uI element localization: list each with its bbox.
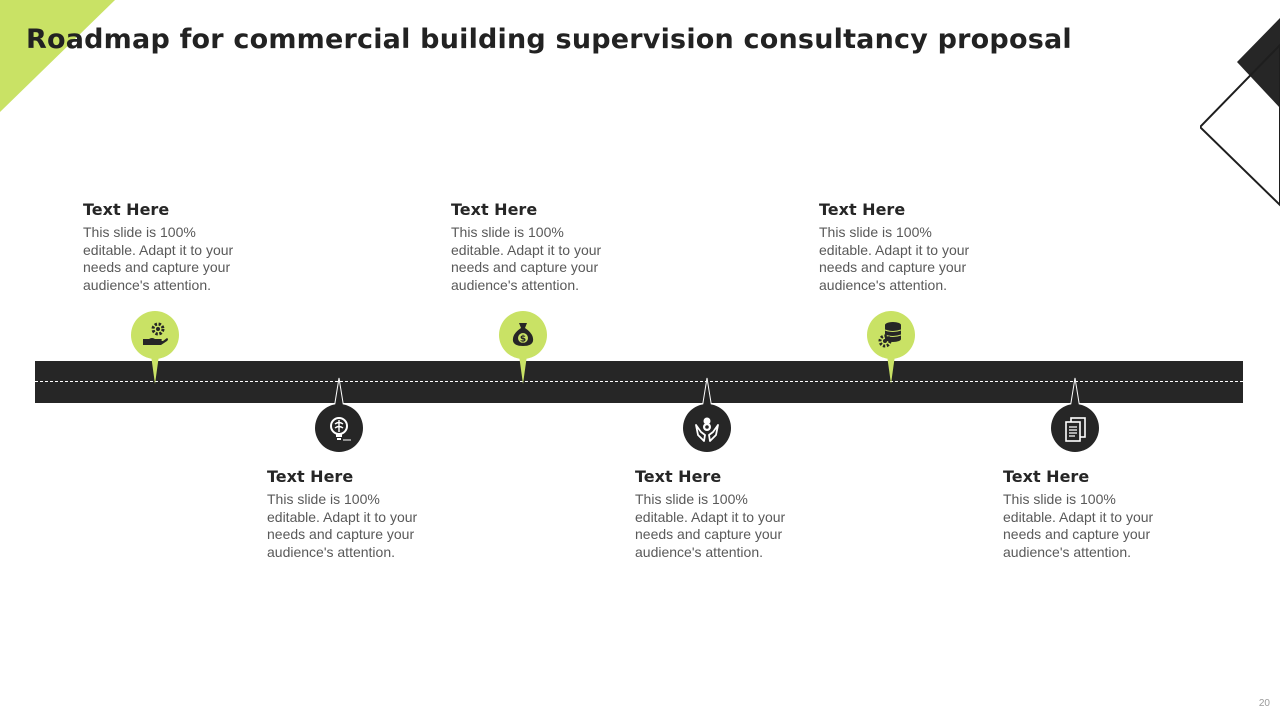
milestone-body: This slide is 100% editable. Adapt it to… xyxy=(635,491,786,560)
milestone-6: Text Here This slide is 100% editable. A… xyxy=(1003,467,1188,561)
milestone-title: Text Here xyxy=(267,467,354,486)
milestone-body: This slide is 100% editable. Adapt it to… xyxy=(83,224,234,293)
milestone-4-marker xyxy=(682,377,732,453)
milestone-title: Text Here xyxy=(635,467,722,486)
milestone-4: Text Here This slide is 100% editable. A… xyxy=(635,467,820,561)
money-bag-icon: $ xyxy=(512,323,534,346)
milestone-title: Text Here xyxy=(83,200,170,219)
milestone-3-marker: $ xyxy=(498,310,548,386)
brain-bulb-icon xyxy=(330,417,351,441)
timeline-road xyxy=(35,361,1243,403)
page-title: Roadmap for commercial building supervis… xyxy=(26,24,1072,55)
milestone-body: This slide is 100% editable. Adapt it to… xyxy=(451,224,602,293)
milestone-body: This slide is 100% editable. Adapt it to… xyxy=(819,224,970,293)
corner-accent-triangle xyxy=(0,0,115,112)
milestone-title: Text Here xyxy=(819,200,906,219)
milestone-title: Text Here xyxy=(451,200,538,219)
page-number: 20 xyxy=(1258,698,1270,709)
svg-text:$: $ xyxy=(520,335,526,345)
milestone-3: Text Here This slide is 100% editable. A… xyxy=(451,200,636,294)
milestone-2: Text Here This slide is 100% editable. A… xyxy=(267,467,452,561)
hands-coins-icon xyxy=(695,417,719,442)
milestone-1-marker xyxy=(130,310,180,386)
milestone-1: Text Here This slide is 100% editable. A… xyxy=(83,200,268,294)
corner-diamond-decoration xyxy=(1200,18,1280,207)
milestone-5-marker xyxy=(866,310,916,386)
database-gear-icon xyxy=(878,322,902,348)
timeline-center-dashes xyxy=(35,381,1243,382)
milestone-5: Text Here This slide is 100% editable. A… xyxy=(819,200,1004,294)
milestone-body: This slide is 100% editable. Adapt it to… xyxy=(1003,491,1154,560)
documents-icon xyxy=(1065,417,1086,442)
milestone-title: Text Here xyxy=(1003,467,1090,486)
milestone-6-marker xyxy=(1050,377,1100,453)
milestone-2-marker xyxy=(314,377,364,453)
hand-gear-icon xyxy=(143,322,168,345)
milestone-body: This slide is 100% editable. Adapt it to… xyxy=(267,491,418,560)
